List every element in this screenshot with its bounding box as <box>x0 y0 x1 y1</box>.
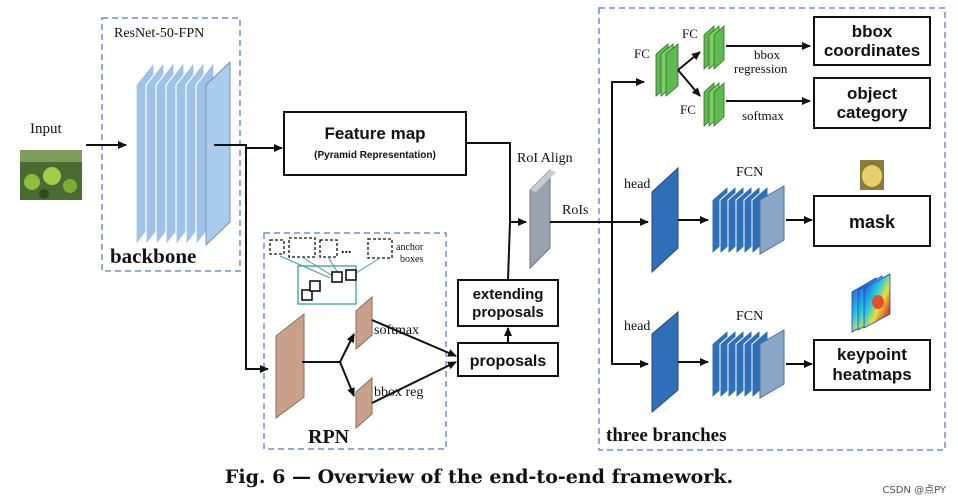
object-category-line2: category <box>837 103 908 122</box>
mask-fcn-stack <box>711 184 785 256</box>
line-extending-to-roi <box>507 221 511 281</box>
backbone-layer-stack <box>135 60 231 247</box>
figure-caption: Fig. 6 — Overview of the end-to-end fram… <box>224 466 734 488</box>
input-image <box>20 150 82 200</box>
rpn-group-box <box>263 232 447 450</box>
keypoint-head-layer <box>651 310 679 414</box>
arrow-roi-to-fc <box>611 78 645 222</box>
arrow-softmax-to-proposals <box>371 319 457 357</box>
roi-align-label: RoI Align <box>517 151 573 166</box>
feature-map-subtitle: (Pyramid Representation) <box>314 150 436 161</box>
arrow-fc-to-fc-bottom <box>677 69 701 97</box>
arrow-rpn-to-bboxreg <box>339 361 355 397</box>
feature-map-title: Feature map <box>324 124 425 143</box>
anchor-dots: ... <box>341 242 352 257</box>
rpn-softmax-layer <box>355 295 373 351</box>
extending-proposals-line1: extending <box>473 286 544 303</box>
mask-head-label: head <box>624 177 650 192</box>
heatmap-thumbnail-image <box>851 273 891 333</box>
keypoint-fcn-stack <box>711 328 785 400</box>
branches-group-box <box>598 7 946 451</box>
backbone-group-label: ResNet-50-FPN <box>114 26 204 41</box>
fc-label-top: FC <box>682 26 698 41</box>
backbone-name: backbone <box>110 244 196 268</box>
feature-map-box <box>283 111 467 176</box>
fc-layer-main <box>655 43 679 97</box>
proposals-box <box>457 342 559 377</box>
branches-group-label: three branches <box>606 425 727 446</box>
anchor-label-1: anchor <box>396 242 424 253</box>
keypoint-line1: keypoint <box>837 345 907 364</box>
keypoint-head-label: head <box>624 319 650 334</box>
rpn-bboxreg-layer <box>355 376 373 430</box>
fc-softmax-label: softmax <box>742 108 784 123</box>
object-category-line1: object <box>847 84 897 103</box>
object-category-box <box>813 77 931 129</box>
arrow-feature-map-to-roi <box>466 142 527 226</box>
roi-align-layer <box>529 168 556 270</box>
keypoint-heatmaps-box <box>813 339 931 391</box>
fc-label-main: FC <box>634 46 650 61</box>
bbox-regression-label-2: regression <box>734 61 788 76</box>
anchor-label-2: boxes <box>400 254 423 265</box>
arrow-fc-to-fc-top <box>677 51 701 71</box>
keypoint-fcn-label: FCN <box>736 309 763 324</box>
bbox-coordinates-line1: bbox <box>852 22 893 41</box>
fc-layer-top <box>703 25 725 70</box>
mask-head-layer <box>651 166 679 274</box>
rpn-name: RPN <box>308 426 350 448</box>
bbox-regression-label-1: bbox <box>754 47 781 62</box>
bbox-coordinates-box <box>813 16 931 66</box>
rois-label: RoIs <box>562 203 588 218</box>
arrow-bboxreg-to-proposals <box>371 361 457 404</box>
fc-label-bottom: FC <box>680 102 696 117</box>
mask-thumbnail-image <box>860 160 884 190</box>
fc-layer-bottom <box>703 82 725 127</box>
mask-label: mask <box>849 212 896 232</box>
input-label: Input <box>30 121 62 137</box>
extending-proposals-box <box>457 279 559 327</box>
mask-fcn-label: FCN <box>736 165 763 180</box>
arrow-rpn-to-softmax <box>339 333 355 363</box>
mask-box <box>813 195 931 247</box>
keypoint-line2: heatmaps <box>832 365 911 384</box>
arrow-backbone-to-feature-map <box>214 144 283 152</box>
watermark: CSDN @点PY <box>882 485 946 496</box>
proposals-label: proposals <box>470 353 547 370</box>
rpn-conv-layer <box>275 312 305 419</box>
bbox-coordinates-line2: coordinates <box>824 41 920 60</box>
anchor-boxes-illustration <box>269 237 393 305</box>
arrow-roi-to-keypoint-head <box>611 222 649 368</box>
extending-proposals-line2: proposals <box>472 304 544 321</box>
arrow-backbone-to-rpn <box>245 148 269 373</box>
